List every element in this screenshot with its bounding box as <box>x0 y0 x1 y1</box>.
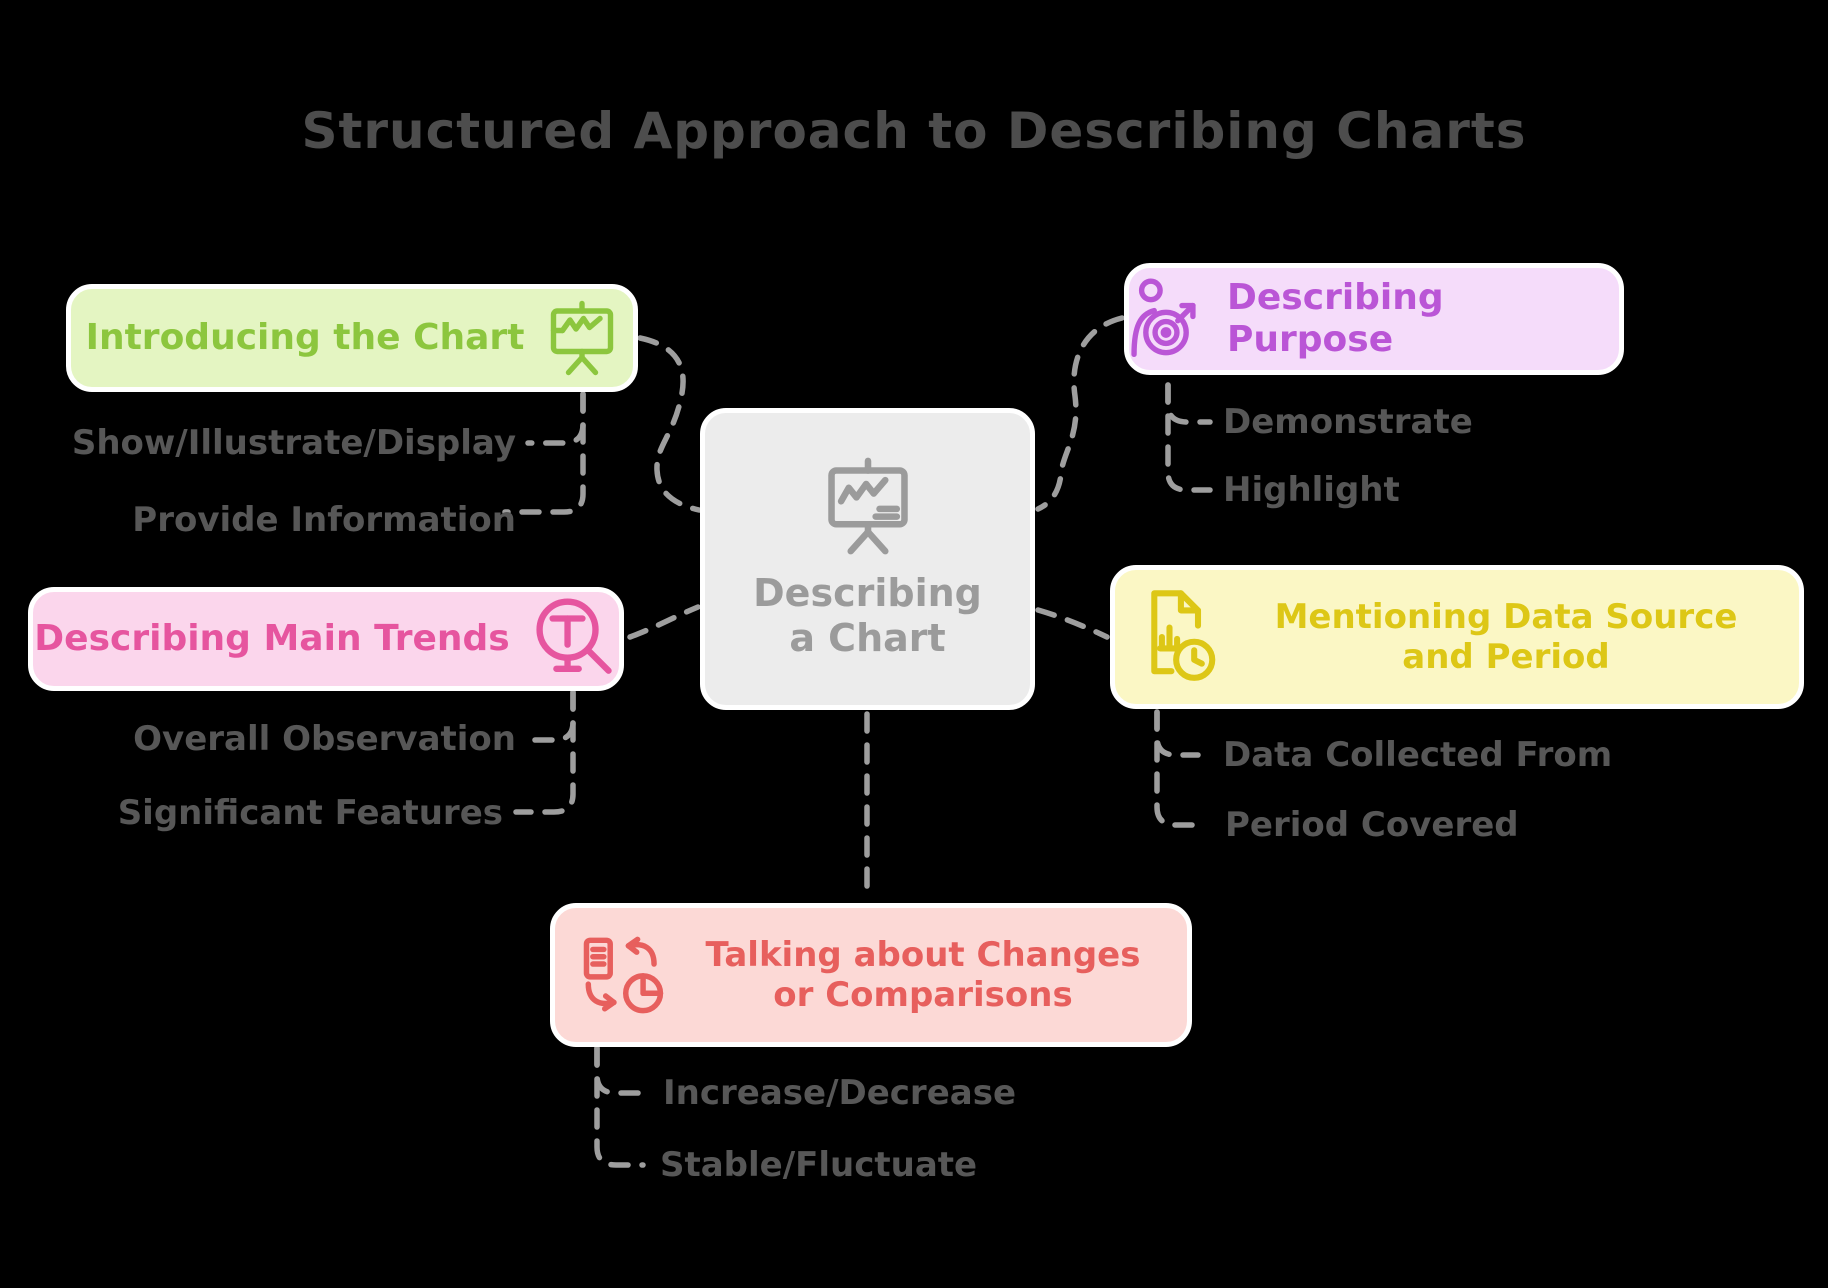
person-target-icon <box>1131 278 1196 358</box>
subitem-demonstrate: Demonstrate <box>1223 402 1473 442</box>
node-label: Introducing the Chart <box>85 316 525 358</box>
page-title: Structured Approach to Describing Charts <box>301 102 1527 160</box>
connector-purpose-item-2 <box>1165 382 1213 493</box>
node-label: Describing Main Trends <box>34 617 510 659</box>
subitem-significant-features: Significant Features <box>117 793 503 833</box>
presentation-chart-icon <box>827 457 908 555</box>
document-arrows-pie-icon <box>583 936 664 1014</box>
node-mentioning-data-source-and-period: Mentioning Data Source and Period <box>1110 565 1804 709</box>
subitem-highlight: Highlight <box>1223 470 1400 510</box>
connector-datasource-item-1 <box>1154 709 1201 758</box>
node-describing-purpose: Describing Purpose <box>1124 263 1624 375</box>
connector-introducing-item-2 <box>502 391 586 515</box>
subitem-increase-decrease: Increase/Decrease <box>663 1073 1016 1113</box>
connector-trends-item-1 <box>525 689 576 743</box>
connector-purpose-to-center <box>1035 315 1125 512</box>
connector-changes-item-1 <box>594 1045 649 1096</box>
subitem-stable-fluctuate: Stable/Fluctuate <box>660 1145 978 1185</box>
node-introducing-the-chart: Introducing the Chart <box>66 284 638 392</box>
connector-introducing-to-center <box>637 335 702 513</box>
connector-trends-item-2 <box>513 689 576 815</box>
document-clock-icon <box>1151 590 1216 681</box>
node-label: Talking about Changes or Comparisons <box>705 934 1141 1015</box>
connector-datasource-item-2 <box>1154 709 1203 828</box>
node-talking-about-changes-or-comparisons: Talking about Changes or Comparisons <box>550 903 1192 1047</box>
connector-trends-to-center <box>627 604 701 640</box>
connector-datasource-to-center <box>1035 607 1110 640</box>
subitem-overall-observation: Overall Observation <box>133 719 516 759</box>
subitem-provide-information: Provide Information <box>132 500 516 540</box>
center-node-label: Describing a Chart <box>753 571 982 660</box>
node-describing-main-trends: Describing Main Trends <box>28 587 624 691</box>
connector-purpose-item-1 <box>1165 382 1213 425</box>
center-node-describing-a-chart: Describing a Chart <box>700 408 1035 710</box>
subitem-data-collected-from: Data Collected From <box>1223 735 1613 775</box>
node-label: Describing Purpose <box>1227 276 1444 360</box>
connector-changes-item-2 <box>594 1045 646 1168</box>
node-label: Mentioning Data Source and Period <box>1274 596 1738 677</box>
connector-introducing-item-1 <box>525 391 586 446</box>
subitem-period-covered: Period Covered <box>1225 805 1519 845</box>
presentation-chart-icon <box>551 300 614 376</box>
magnifier-text-icon <box>536 598 612 674</box>
subitem-show-illustrate-display: Show/Illustrate/Display <box>71 423 516 463</box>
